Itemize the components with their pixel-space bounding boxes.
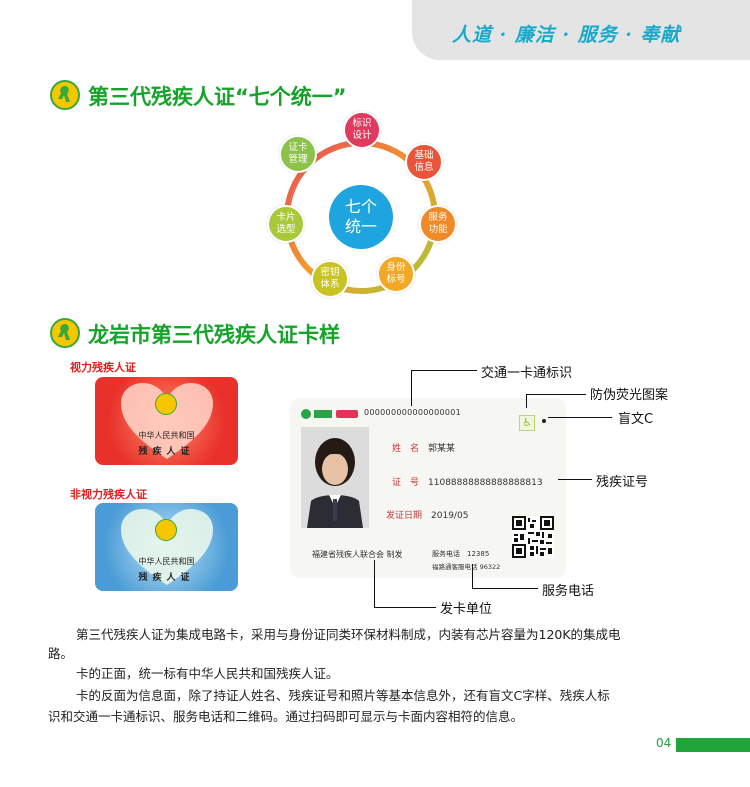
page-number: 04	[656, 736, 672, 750]
callout-line	[526, 394, 527, 408]
visual-card-label: 视力残疾人证	[70, 361, 136, 374]
paragraph-line: 卡的正面，统一标有中华人民共和国残疾人证。	[76, 666, 339, 681]
callout-line	[411, 370, 477, 371]
callout-fluorescent: 防伪荧光图案	[590, 388, 669, 403]
nonvisual-card-label: 非视力残疾人证	[70, 488, 147, 501]
node-card-selection: 卡片选型	[267, 205, 305, 243]
card-title: 残疾人证	[138, 447, 195, 457]
header-band	[412, 0, 750, 60]
holder-photo	[301, 427, 369, 528]
card-country: 中华人民共和国	[138, 557, 195, 566]
fulutong-phone-field: 福路通客服电话 96322	[432, 563, 501, 571]
card-title: 残疾人证	[138, 573, 195, 583]
node-service-function: 服务功能	[419, 205, 457, 243]
node-card-management: 证卡管理	[279, 135, 317, 173]
qr-code	[512, 516, 554, 558]
callout-line	[526, 394, 586, 395]
disability-federation-logo-icon	[50, 80, 80, 110]
fluorescent-wheelchair-icon: ♿	[519, 415, 535, 431]
braille-dot	[542, 419, 546, 423]
service-phone-field: 服务电话 12385	[432, 550, 490, 558]
callout-braille: 盲文C	[618, 412, 654, 427]
callout-service-phone: 服务电话	[542, 584, 595, 599]
callout-issuer: 发卡单位	[440, 602, 493, 617]
issue-date-field: 发证日期 2019/05	[386, 511, 469, 521]
callout-id-number: 残疾证号	[596, 475, 649, 490]
card-logo-icon	[155, 519, 177, 541]
paragraph-line: 识和交通一卡通标识、服务电话和二维码。通过扫码即可显示与卡面内容相符的信息。	[48, 709, 524, 724]
callout-line	[411, 370, 412, 406]
callout-transport: 交通一卡通标识	[481, 366, 573, 381]
node-logo-design: 标识设计	[343, 111, 381, 149]
diagram-center: 七个统一	[329, 185, 393, 249]
transport-card-logo-icon	[300, 406, 360, 420]
section1-title: 第三代残疾人证“七个统一”	[88, 85, 347, 109]
node-key-system: 密钥体系	[311, 260, 349, 298]
card-country: 中华人民共和国	[138, 431, 195, 440]
node-id-number: 身份标号	[377, 255, 415, 293]
paragraph-line: 路。	[48, 646, 74, 661]
card-number: 000000000000000001	[364, 408, 462, 417]
seven-unified-diagram: 七个统一 标识设计 基础信息 服务功能 身份标号 密钥体系 卡片选型 证卡管理	[265, 105, 457, 301]
name-field: 姓 名 郭某某	[392, 444, 456, 454]
card-back-sample: 000000000000000001 ♿ 姓 名 郭某某 证 号 1108888…	[290, 398, 566, 578]
callout-line	[472, 564, 473, 588]
card-logo-icon	[155, 393, 177, 415]
callout-line	[472, 588, 538, 589]
node-basic-info: 基础信息	[405, 143, 443, 181]
id-field: 证 号 11088888888888888813	[392, 478, 543, 488]
callout-line	[374, 607, 436, 608]
visual-disability-card: 中华人民共和国 残疾人证	[95, 377, 238, 465]
section2-title: 龙岩市第三代残疾人证卡样	[88, 323, 340, 347]
paragraph-line: 第三代残疾人证为集成电路卡，采用与身份证同类环保材料制成，内装有芯片容量为120…	[76, 627, 621, 642]
callout-line	[558, 479, 592, 480]
header-motto: 人道 · 廉洁 · 服务 · 奉献	[452, 24, 681, 46]
page-number-bar	[676, 738, 750, 752]
paragraph-line: 卡的反面为信息面，除了持证人姓名、残疾证号和照片等基本信息外，还有盲文C字样、残…	[76, 688, 610, 703]
heart-shape	[121, 383, 213, 459]
nonvisual-disability-card: 中华人民共和国 残疾人证	[95, 503, 238, 591]
heart-shape	[121, 509, 213, 585]
card-issuer: 福建省残疾人联合会 制发	[312, 550, 403, 559]
callout-line	[548, 417, 612, 418]
disability-federation-logo-icon	[50, 318, 80, 348]
callout-line	[374, 560, 375, 607]
